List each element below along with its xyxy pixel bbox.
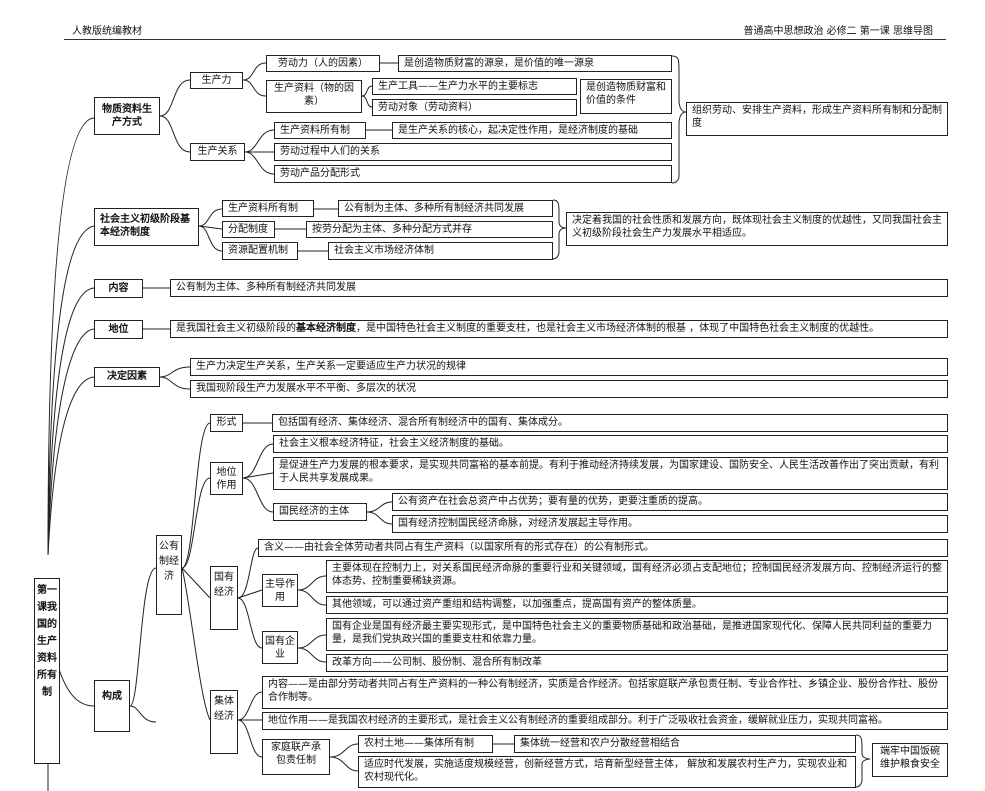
s2-title: 社会主义初级阶段基本经济制度: [94, 208, 199, 246]
position-title: 地位: [94, 320, 143, 339]
content-title: 内容: [94, 279, 143, 298]
comp-form-desc: 包括国有经济、集体经济、混合所有制经济中的国有、集体成分。: [272, 414, 948, 432]
factors-b: 我国现阶段生产力发展水平不平衡、多层次的状况: [190, 380, 948, 398]
comp-hrs: 家庭联产承包责任制: [262, 739, 330, 775]
s1-labor-relation: 劳动过程中人们的关系: [274, 143, 672, 161]
position-text: 是我国社会主义初级阶段的基本经济制度，是中国特色社会主义制度的重要支柱，也是社会…: [170, 320, 948, 338]
comp-public: 公有制经济: [156, 535, 182, 615]
comp-state: 国有经济: [210, 566, 238, 630]
content-text: 公有制为主体、多种所有制经济共同发展: [170, 279, 948, 297]
root-topic: 第一课我国的生产资料所有制: [34, 578, 60, 764]
s1-ownership: 生产资料所有制: [274, 122, 366, 139]
comp-form: 形式: [210, 414, 243, 432]
s1-distribution: 劳动产品分配形式: [274, 165, 672, 183]
s2-allocation-desc: 社会主义市场经济体制: [328, 242, 553, 260]
s2-summary: 决定着我国的社会性质和发展方向，既体现社会主义制度的优越性，又同我国社会主义初级…: [566, 212, 948, 246]
comp-state-def: 含义——由社会全体劳动者共同占有生产资料（以国家所有的形式存在）的公有制形式。: [258, 539, 948, 557]
comp-grain: 端牢中国饭碗维护粮食安全: [872, 743, 948, 777]
comp-soe-b: 改革方向——公司制、股份制、混合所有制改革: [326, 654, 948, 672]
factors-a: 生产力决定生产关系，生产关系一定要适应生产力状况的规律: [190, 358, 948, 376]
header-divider: [64, 39, 946, 40]
comp-main-b: 国有经济控制国民经济命脉，对经济发展起主导作用。: [392, 515, 948, 533]
header-right: 普通高中思想政治 必修二 第一课 思维导图: [743, 26, 933, 37]
comp-leading-b: 其他领域，可以通过资产重组和结构调整，以加强重点，提高国有资产的整体质量。: [326, 596, 948, 614]
s1-productivity: 生产力: [190, 72, 243, 89]
comp-title: 构成: [94, 680, 130, 732]
position-bold: 基本经济制度: [296, 323, 356, 334]
comp-leading-a: 主要体现在控制力上，对关系国民经济命脉的重要行业和关键领域，国有经济必须占支配地…: [326, 560, 948, 593]
comp-soe-a: 国有企业是国有经济最主要实现形式，是中国特色社会主义的重要物质基础和政治基础，是…: [326, 618, 948, 651]
s2-distribution-desc: 按劳分配为主体、多种分配方式并存: [306, 221, 553, 238]
s1-labor: 劳动力（人的因素）: [266, 55, 380, 72]
comp-col-status: 地位作用——是我国农村经济的主要形式，是社会主义公有制经济的重要组成部分。利于广…: [262, 712, 948, 730]
comp-status-b: 是促进生产力发展的根本要求，是实现共同富裕的基本前提。有利于推动经济持续发展，为…: [273, 457, 948, 490]
s1-summary: 组织劳动、安排生产资料，形成生产资料所有制和分配制度: [686, 102, 948, 136]
comp-land-desc: 集体统一经营和农户分散经营相结合: [514, 735, 856, 753]
comp-land: 农村土地——集体所有制: [358, 735, 493, 753]
s1-means: 生产资料（物的因素）: [266, 80, 362, 113]
comp-soe: 国有企业: [262, 631, 298, 664]
comp-status-a: 社会主义根本经济特征，社会主义经济制度的基础。: [273, 435, 948, 453]
comp-leading: 主导作用: [262, 574, 298, 607]
comp-status: 地位作用: [210, 462, 243, 495]
position-pre: 是我国社会主义初级阶段的: [176, 323, 296, 334]
comp-col-content: 内容——是由部分劳动者共同占有生产资料的一种公有制经济，实质是合作经济。包括家庭…: [262, 676, 948, 709]
comp-hrs-b: 适应时代发展，实施适度规模经营，创新经营方式，培育新型经营主体， 解放和发展农村…: [358, 756, 856, 788]
factors-title: 决定因素: [94, 367, 160, 387]
s2-distribution: 分配制度: [222, 221, 275, 238]
comp-collective: 集体经济: [210, 690, 238, 754]
s1-means-desc: 是创造物质财富和价值的条件: [580, 79, 672, 114]
s1-title: 物质资料生产方式: [94, 97, 160, 135]
s2-ownership: 生产资料所有制: [222, 200, 314, 217]
comp-main-body: 国民经济的主体: [273, 503, 367, 521]
s1-tools: 生产工具——生产力水平的主要标志: [372, 78, 577, 95]
s2-allocation: 资源配置机制: [222, 242, 298, 260]
s2-ownership-desc: 公有制为主体、多种所有制经济共同发展: [338, 200, 553, 217]
s1-relations: 生产关系: [190, 143, 245, 161]
s1-ownership-desc: 是生产关系的核心，起决定性作用，是经济制度的基础: [392, 122, 672, 139]
header-left: 人教版统编教材: [72, 26, 142, 37]
comp-main-a: 公有资产在社会总资产中占优势；要有量的优势，更要注重质的提高。: [392, 493, 948, 511]
s1-object: 劳动对象（劳动资料）: [372, 99, 577, 116]
position-post: ，是中国特色社会主义制度的重要支柱，也是社会主义市场经济体制的根基 ，体现了中国…: [356, 323, 880, 334]
s1-labor-desc: 是创造物质财富的源泉，是价值的唯一源泉: [398, 55, 672, 72]
